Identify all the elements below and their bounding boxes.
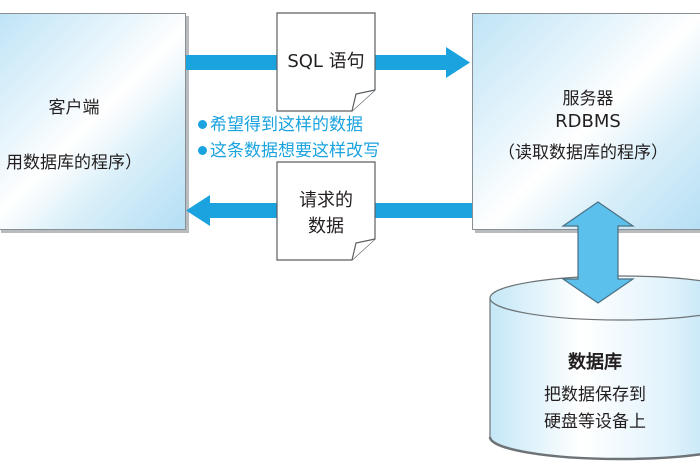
client-title: 客户端 [48,98,100,118]
bullet-dot-icon [198,120,207,129]
response-doc-shape [276,161,376,261]
response-document-label: 请求的 数据 [277,188,375,240]
request-note: 这条数据想要这样改写 [198,138,380,164]
response-document: 请求的 数据 [277,162,375,260]
request-notes: 希望得到这样的数据 这条数据想要这样改写 [198,112,380,164]
database-desc-line1: 把数据保存到 [544,385,646,405]
request-note-text: 希望得到这样的数据 [210,115,363,135]
database-label-group: 数据库 把数据保存到 硬盘等设备上 [490,348,700,436]
request-note: 希望得到这样的数据 [198,112,380,138]
server-product: RDBMS [555,111,621,132]
request-note-text: 这条数据想要这样改写 [210,141,380,161]
client-box: 客户端 用数据库的程序） [0,13,186,230]
server-title: 服务器 [562,89,614,109]
database-title: 数据库 [568,352,622,373]
bullet-dot-icon [198,146,207,155]
client-subtitle: 用数据库的程序） [6,153,142,173]
database-description: 把数据保存到 硬盘等设备上 [490,382,700,436]
server-database-arrow [561,201,635,304]
database-desc-line2: 硬盘等设备上 [544,412,646,432]
request-document: SQL 语句 [277,13,375,111]
response-document-line2: 数据 [308,216,344,237]
response-document-line1: 请求的 [299,190,353,211]
request-doc-shape [276,12,376,112]
server-box: 服务器 RDBMS （读取数据库的程序） [472,13,700,230]
request-document-label: SQL 语句 [287,51,365,72]
server-subtitle: （读取数据库的程序） [498,143,668,163]
